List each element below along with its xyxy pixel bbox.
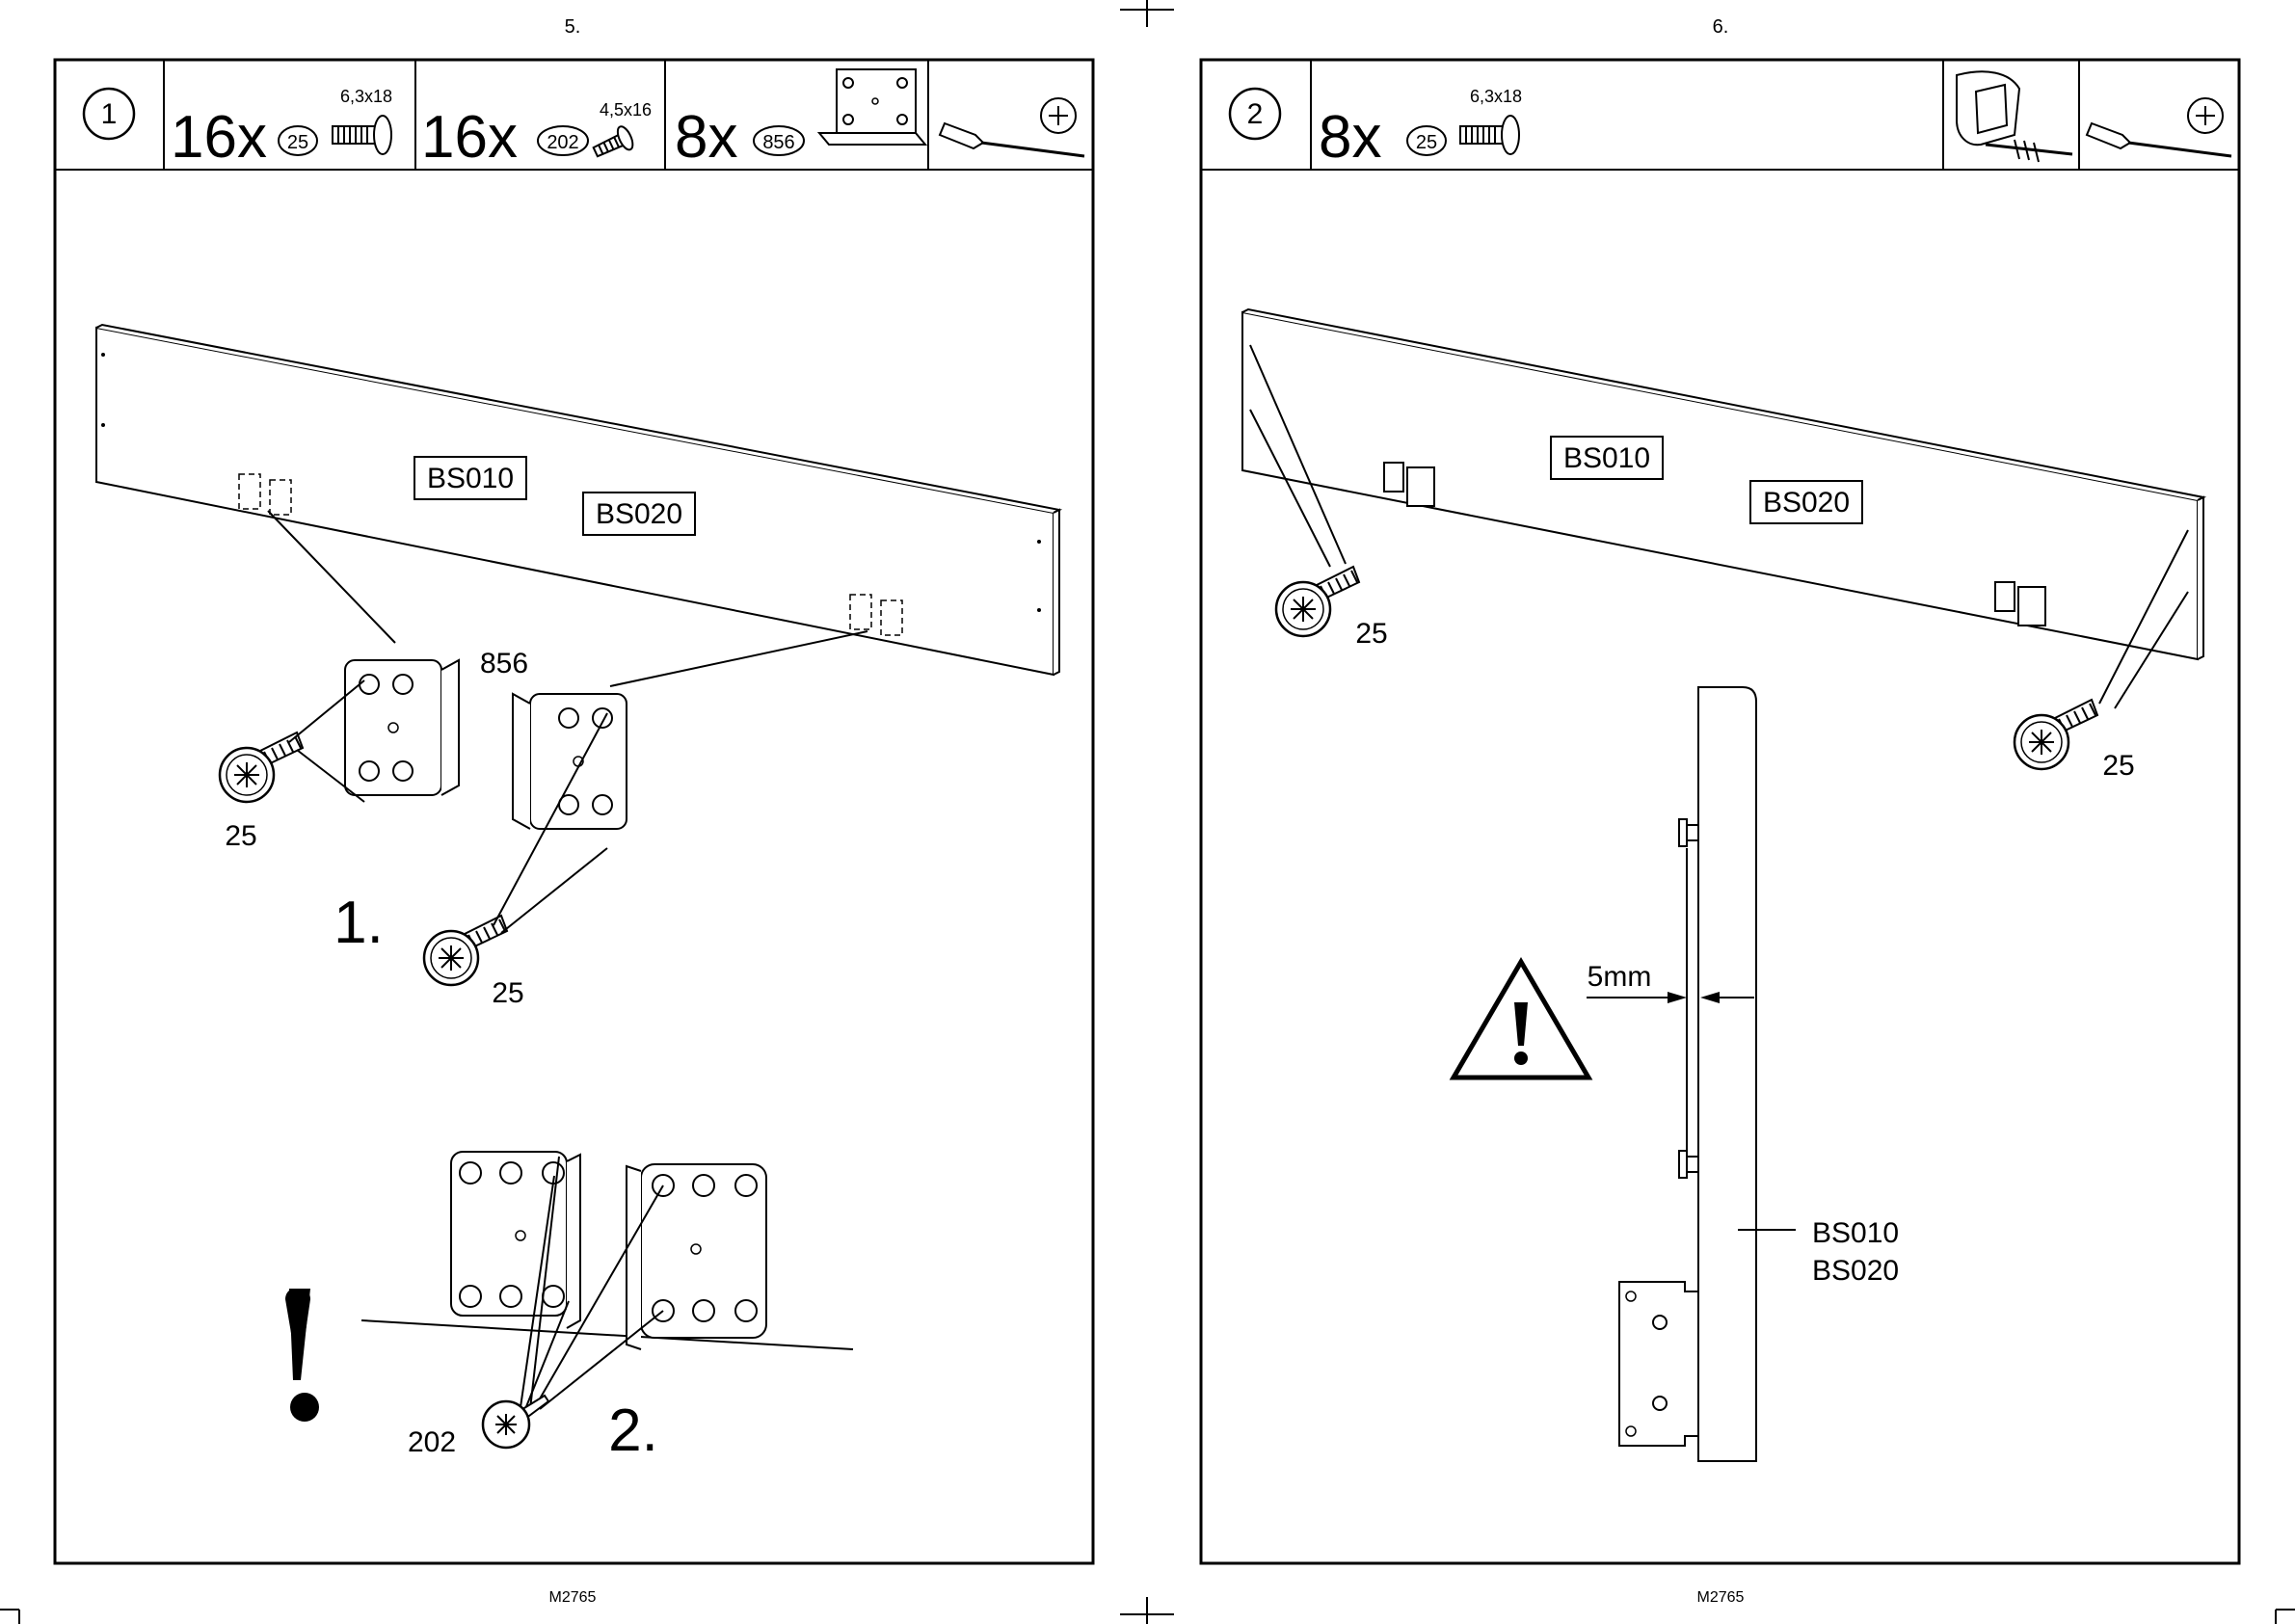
substep-label: 1. <box>334 890 384 956</box>
step-number: 1 <box>101 98 118 130</box>
part-quantity: 16x <box>421 104 518 171</box>
left-page: 5. 1 16x 25 6,3x18 16x 202 4,5x16 8x <box>55 16 1093 1606</box>
part-spec: 4,5x16 <box>600 100 652 120</box>
part-id: 25 <box>1416 132 1437 153</box>
board-panel <box>1242 309 2203 659</box>
part-id: 202 <box>547 132 578 153</box>
screw-label: 202 <box>408 1426 456 1458</box>
board-label: BS020 <box>596 498 682 530</box>
screw-icon <box>590 124 635 163</box>
screw-icon <box>2015 700 2097 769</box>
screw-icon <box>1276 567 1359 636</box>
screw-label: 25 <box>2102 750 2134 782</box>
screw-label: 25 <box>1355 618 1387 650</box>
screwdriver-phillips-icon <box>2087 98 2231 156</box>
side-view <box>1619 687 1756 1461</box>
screw-icon <box>424 916 507 985</box>
bracket-detail <box>451 1152 766 1349</box>
board-panel <box>96 325 1059 675</box>
footer-code: M2765 <box>549 1589 597 1606</box>
screw-label: 25 <box>225 820 256 852</box>
wall-plug-screw-icon <box>1957 71 2072 162</box>
board-label: BS010 <box>427 463 514 494</box>
board-label: BS010 <box>1563 442 1650 474</box>
screw-icon <box>333 116 391 154</box>
gap-label: 5mm <box>1588 961 1652 993</box>
bracket-icon <box>819 69 925 145</box>
part-quantity: 8x <box>675 104 737 171</box>
page-number: 6. <box>1713 16 1729 38</box>
screw-label: 25 <box>492 977 523 1009</box>
page-number: 5. <box>565 16 581 38</box>
right-page: 6. 2 8x 25 6,3x18 <box>1201 16 2239 1606</box>
side-label: BS010 <box>1812 1217 1899 1249</box>
screw-icon <box>1460 116 1519 154</box>
screwdriver-phillips-icon <box>940 98 1084 156</box>
side-label: BS020 <box>1812 1255 1899 1287</box>
bracket-label: 856 <box>480 648 528 679</box>
warning-triangle-icon <box>1454 962 1588 1078</box>
part-id: 856 <box>762 132 794 153</box>
bracket-detail <box>345 660 627 829</box>
screw-icon <box>483 1396 548 1448</box>
board-label: BS020 <box>1763 487 1850 519</box>
part-spec: 6,3x18 <box>340 87 392 106</box>
exclamation-icon <box>285 1289 319 1422</box>
part-quantity: 8x <box>1319 104 1381 171</box>
part-quantity: 16x <box>171 104 267 171</box>
screw-icon <box>220 732 303 802</box>
part-spec: 6,3x18 <box>1470 87 1522 106</box>
part-id: 25 <box>287 132 308 153</box>
substep-label: 2. <box>608 1398 658 1464</box>
step-number: 2 <box>1247 98 1264 130</box>
footer-code: M2765 <box>1697 1589 1745 1606</box>
